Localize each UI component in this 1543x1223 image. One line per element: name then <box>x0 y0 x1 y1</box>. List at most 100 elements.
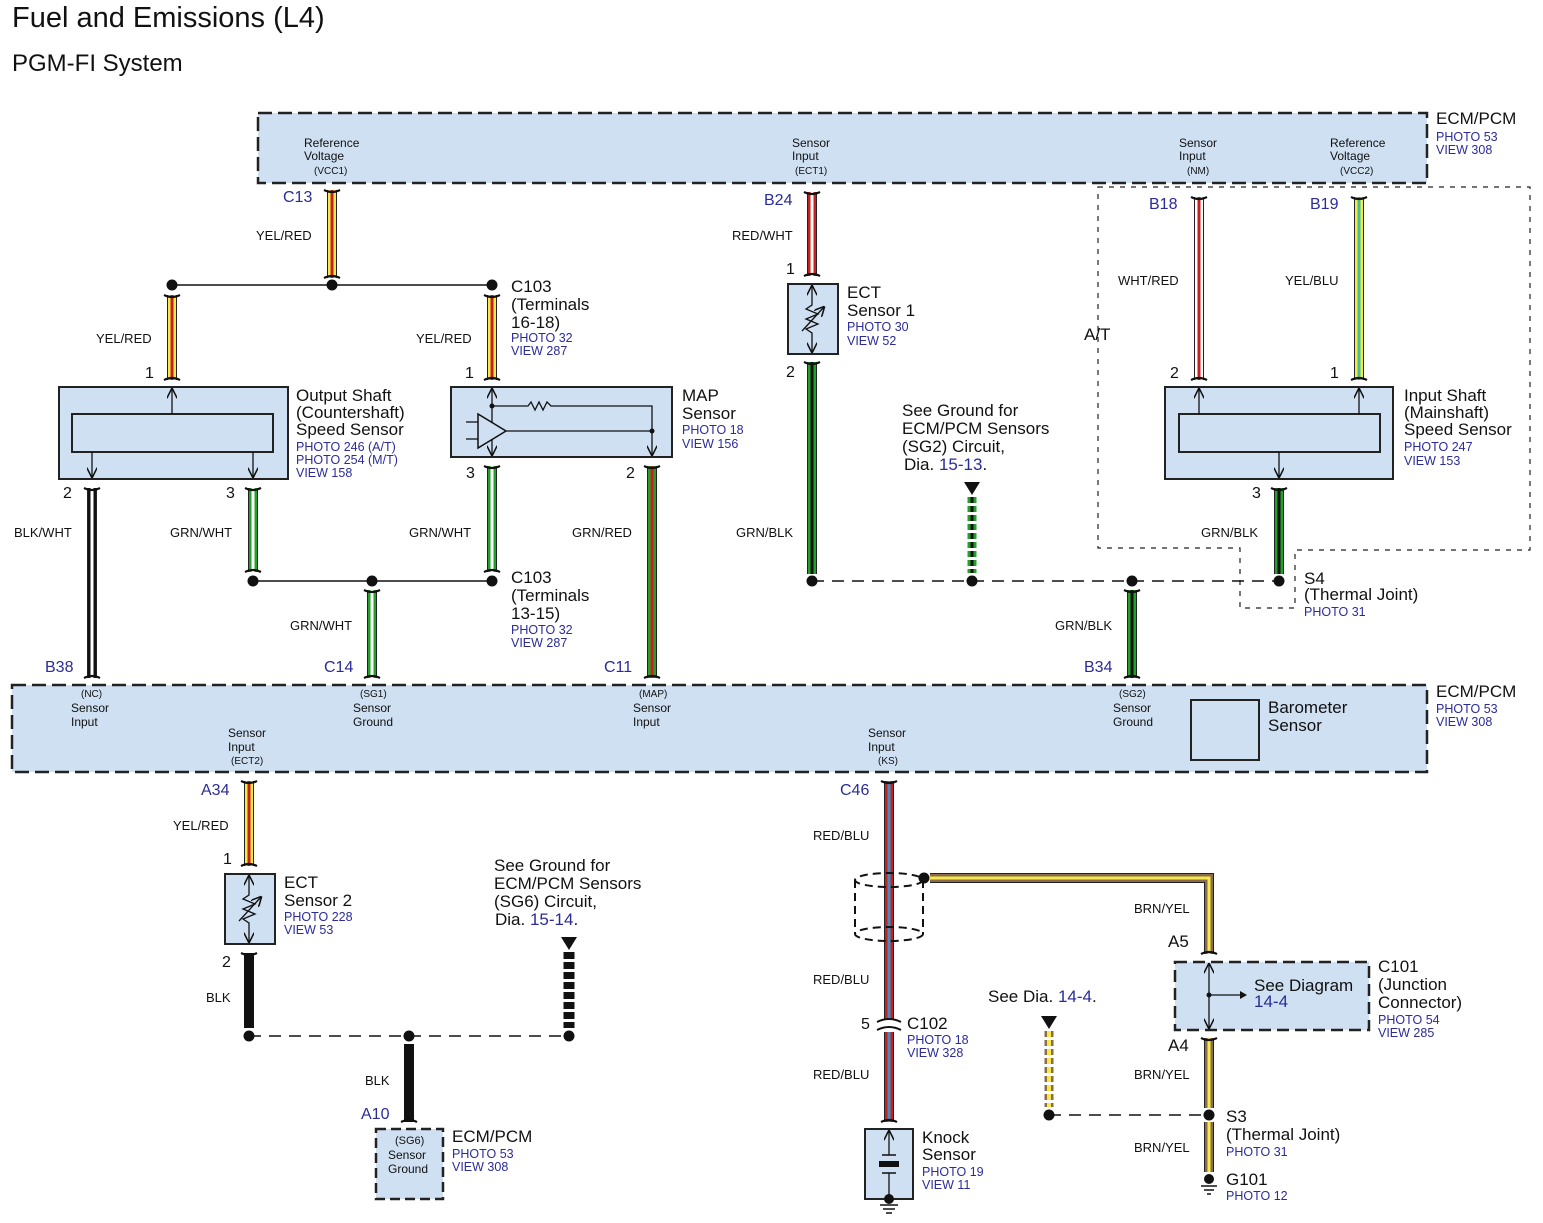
diagram-link-15-14[interactable]: 15-14 <box>530 910 573 929</box>
dia-14-4-note: See Dia. 14-4. <box>988 987 1097 1029</box>
ecm-top-terminal-vcc1: Reference Voltage (VCC1) <box>304 136 360 177</box>
photo-link[interactable]: PHOTO 31 <box>1226 1145 1288 1159</box>
photo-link[interactable]: PHOTO 12 <box>1226 1189 1288 1203</box>
photo-link[interactable]: PHOTO 32 <box>511 331 573 345</box>
junction-dot <box>1273 575 1285 587</box>
photo-link[interactable]: PHOTO 32 <box>511 623 573 637</box>
photo-link[interactable]: PHOTO 247 <box>1404 440 1473 454</box>
barometer-sensor[interactable]: Barometer Sensor <box>1190 698 1348 761</box>
ecm-bottom-view-link[interactable]: VIEW 308 <box>1436 715 1492 729</box>
diagram-link-14-4[interactable]: 14-4 <box>1254 992 1288 1011</box>
view-link[interactable]: VIEW 328 <box>907 1046 963 1060</box>
note-prefix: Dia. <box>495 910 530 929</box>
view-link[interactable]: VIEW 53 <box>284 923 333 937</box>
photo-link[interactable]: PHOTO 18 <box>907 1033 969 1047</box>
terminal-label: Ground <box>388 1162 428 1176</box>
component-name: S3 <box>1226 1107 1247 1126</box>
c103-top-connector[interactable]: C103 (Terminals 16-18) PHOTO 32 VIEW 287 <box>511 277 589 358</box>
photo-link[interactable]: PHOTO 246 (A/T) <box>296 440 396 454</box>
ground-icon <box>1204 1174 1214 1184</box>
photo-link[interactable]: PHOTO 53 <box>452 1147 514 1161</box>
note-line: (SG6) Circuit, <box>494 892 597 911</box>
connector-cap <box>1190 196 1208 201</box>
ecm-top-photo-link[interactable]: PHOTO 53 <box>1436 130 1498 144</box>
view-link[interactable]: VIEW 11 <box>922 1178 970 1192</box>
pin-number: 3 <box>226 485 235 502</box>
view-link[interactable]: VIEW 153 <box>1404 454 1460 468</box>
ecm-bottom-photo-link[interactable]: PHOTO 53 <box>1436 702 1498 716</box>
wire-label: GRN/BLK <box>1055 618 1112 633</box>
connector-cap <box>643 465 661 470</box>
connector-cap <box>363 589 381 594</box>
component-name: ECT <box>847 283 881 302</box>
s3-thermal-joint[interactable]: S3 (Thermal Joint) PHOTO 31 <box>1226 1107 1340 1159</box>
knock-sensor[interactable]: Knock Sensor PHOTO 19 VIEW 11 <box>864 1128 984 1214</box>
connector-cap <box>240 952 258 957</box>
connector-cap <box>323 274 341 279</box>
wire-label: GRN/RED <box>572 525 632 540</box>
pin-c13: C13 <box>283 189 312 206</box>
wire-label: BLK <box>206 990 231 1005</box>
ecm-top-view-link[interactable]: VIEW 308 <box>1436 143 1492 157</box>
photo-link[interactable]: PHOTO 228 <box>284 910 353 924</box>
wire-group <box>83 189 1368 1172</box>
connector-cap <box>244 487 262 492</box>
terminal-label: Sensor <box>353 701 391 715</box>
c103-bottom-line: (Terminals <box>511 586 589 605</box>
output-shaft-speed-sensor[interactable]: Output Shaft (Countershaft) Speed Sensor… <box>58 365 405 502</box>
wire-label: GRN/WHT <box>409 525 471 540</box>
view-link[interactable]: VIEW 156 <box>682 437 738 451</box>
wire-label: YEL/RED <box>96 331 152 346</box>
g101-ground[interactable]: G101 PHOTO 12 <box>1201 1170 1288 1203</box>
wire-label: YEL/BLU <box>1285 273 1338 288</box>
connector-cap <box>803 272 821 277</box>
pin-b34: B34 <box>1084 659 1113 676</box>
photo-link[interactable]: PHOTO 19 <box>922 1165 984 1179</box>
input-shaft-speed-sensor[interactable]: Input Shaft (Mainshaft) Speed Sensor PHO… <box>1164 365 1512 502</box>
ect-sensor-2[interactable]: ECT Sensor 2 PHOTO 228 VIEW 53 1 2 <box>222 851 353 971</box>
view-link[interactable]: VIEW 287 <box>511 344 567 358</box>
terminal-label: Sensor <box>792 136 830 150</box>
pin-number: 3 <box>466 465 475 482</box>
ecm-sg6-module[interactable]: (SG6) Sensor Ground ECM/PCM PHOTO 53 VIE… <box>374 1127 532 1201</box>
photo-link[interactable]: PHOTO 54 <box>1378 1013 1440 1027</box>
photo-link[interactable]: PHOTO 30 <box>847 320 909 334</box>
ect-sensor-1[interactable]: ECT Sensor 1 PHOTO 30 VIEW 52 1 2 <box>786 261 915 381</box>
pin-b38: B38 <box>45 659 74 676</box>
connector-cap <box>483 465 501 470</box>
continuation-arrow-icon <box>1041 1016 1057 1029</box>
continuation-arrow-icon <box>561 937 577 950</box>
junction-dot <box>403 1030 415 1042</box>
c101-junction-connector[interactable]: See Diagram 14-4 C101 (Junction Connecto… <box>1168 932 1462 1055</box>
wire-label: GRN/WHT <box>170 525 232 540</box>
pin-number: 2 <box>63 485 72 502</box>
junction-dot <box>1203 1109 1215 1121</box>
component-name: C101 <box>1378 957 1419 976</box>
map-sensor[interactable]: MAP Sensor PHOTO 18 VIEW 156 1 3 2 <box>450 365 744 482</box>
pin-c14: C14 <box>324 659 353 676</box>
connector-cap <box>163 294 181 299</box>
junction-dot <box>1043 1109 1055 1121</box>
photo-link[interactable]: PHOTO 18 <box>682 423 744 437</box>
ecm-bottom-terminal-sg2: (SG2) Sensor Ground <box>1113 689 1153 729</box>
view-link[interactable]: VIEW 285 <box>1378 1026 1434 1040</box>
ecm-top-terminal-ect1: Sensor Input (ECT1) <box>792 136 830 177</box>
connector-cap <box>400 1118 418 1123</box>
component-name: Sensor 2 <box>284 891 352 910</box>
c103-bottom-connector[interactable]: C103 (Terminals 13-15) PHOTO 32 VIEW 287 <box>511 568 589 650</box>
view-link[interactable]: VIEW 52 <box>847 334 896 348</box>
photo-link[interactable]: PHOTO 254 (M/T) <box>296 453 398 467</box>
pin-a10: A10 <box>361 1106 390 1123</box>
diagram-link-15-13[interactable]: 15-13 <box>939 455 982 474</box>
ecm-top-module[interactable] <box>256 111 1429 185</box>
junction-dot <box>1126 575 1138 587</box>
s4-thermal-joint[interactable]: S4 (Thermal Joint) PHOTO 31 <box>1304 569 1418 619</box>
photo-link[interactable]: PHOTO 31 <box>1304 605 1366 619</box>
view-link[interactable]: VIEW 158 <box>296 466 352 480</box>
diagram-link-14-4[interactable]: 14-4 <box>1058 987 1092 1006</box>
pin-number: 1 <box>145 365 154 382</box>
view-link[interactable]: VIEW 287 <box>511 636 567 650</box>
terminal-label: Sensor <box>388 1148 426 1162</box>
c102-connector[interactable]: 5 C102 PHOTO 18 VIEW 328 <box>861 1014 969 1060</box>
view-link[interactable]: VIEW 308 <box>452 1160 508 1174</box>
